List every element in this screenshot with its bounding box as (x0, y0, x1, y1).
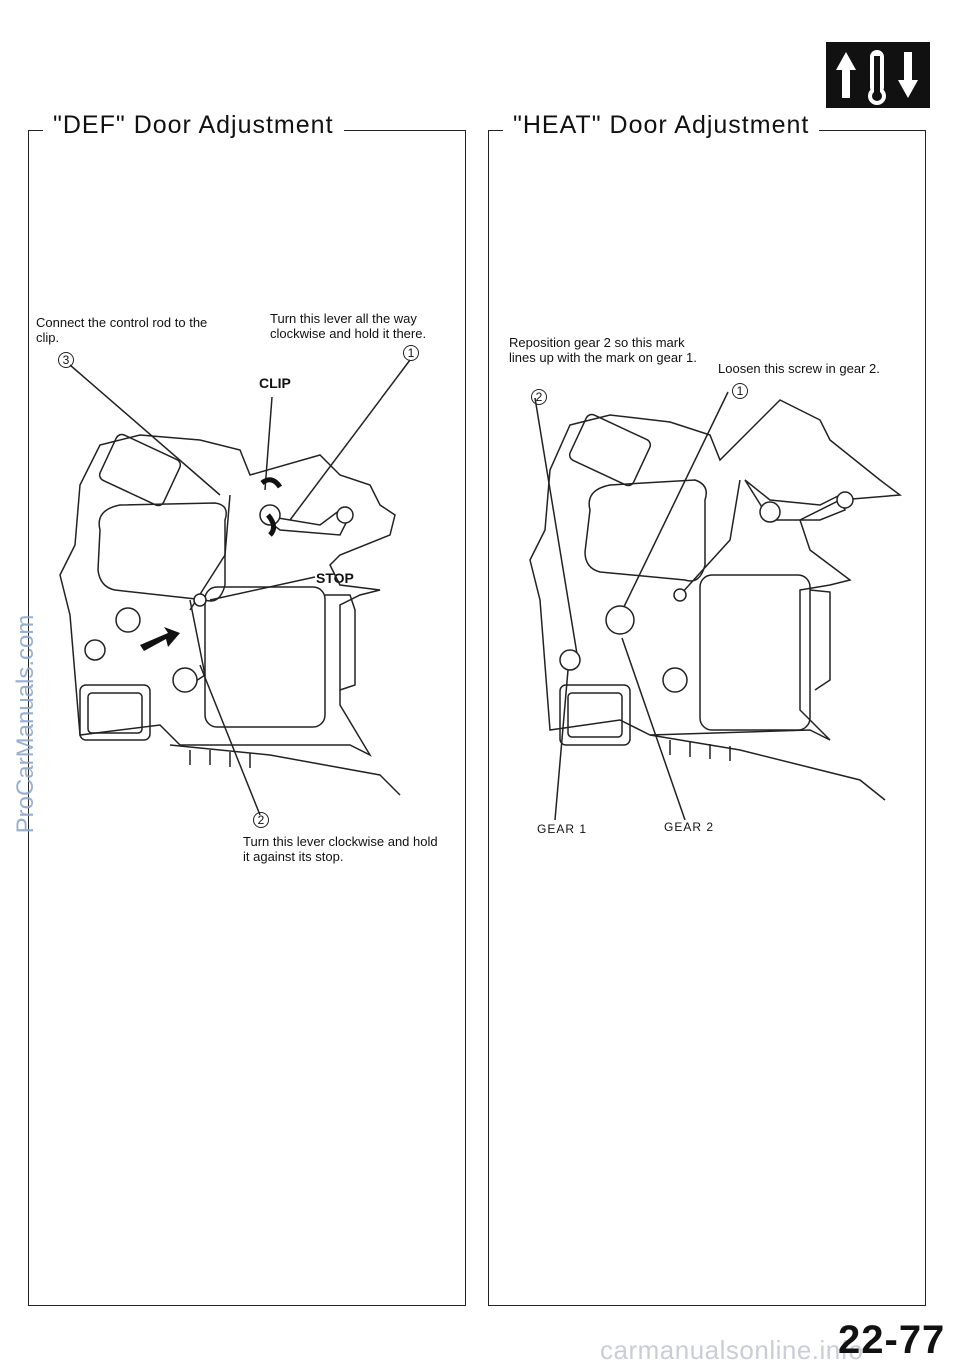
label-gear-1: GEAR 1 (537, 822, 588, 836)
page-number: 22-77 (838, 1318, 946, 1362)
watermark-side-text: ProCarManuals.com (12, 614, 39, 834)
label-gear-2: GEAR 2 (664, 820, 715, 834)
callout-1: 1 (403, 345, 419, 361)
def-door-title: "DEF" Door Adjustment (43, 111, 344, 140)
def-door-panel: "DEF" Door Adjustment (28, 111, 466, 1306)
note-turn-clockwise: Turn this lever clockwise and hold it ag… (243, 834, 438, 864)
heat-door-panel: "HEAT" Door Adjustment (488, 111, 926, 1306)
note-connect-rod: Connect the control rod to the clip. (36, 315, 208, 345)
callout-1: 1 (732, 383, 748, 399)
watermark-side: ProCarManuals.com (6, 560, 40, 880)
heat-door-mechanism-diagram (529, 391, 903, 820)
note-loosen-screw: Loosen this screw in gear 2. (718, 361, 880, 376)
label-stop: STOP (316, 570, 354, 586)
thermometer-up-down-icon (826, 42, 930, 108)
callout-2: 2 (253, 812, 269, 828)
note-turn-lever: Turn this lever all the way clockwise an… (270, 311, 427, 341)
callout-3: 3 (58, 352, 74, 368)
watermark-bottom: carmanualsonline.info (600, 1335, 864, 1365)
heat-door-title: "HEAT" Door Adjustment (503, 111, 820, 140)
note-reposition-gear: Reposition gear 2 so this mark lines up … (509, 335, 697, 365)
label-clip: CLIP (259, 375, 291, 391)
def-door-mechanism-diagram (59, 359, 411, 816)
